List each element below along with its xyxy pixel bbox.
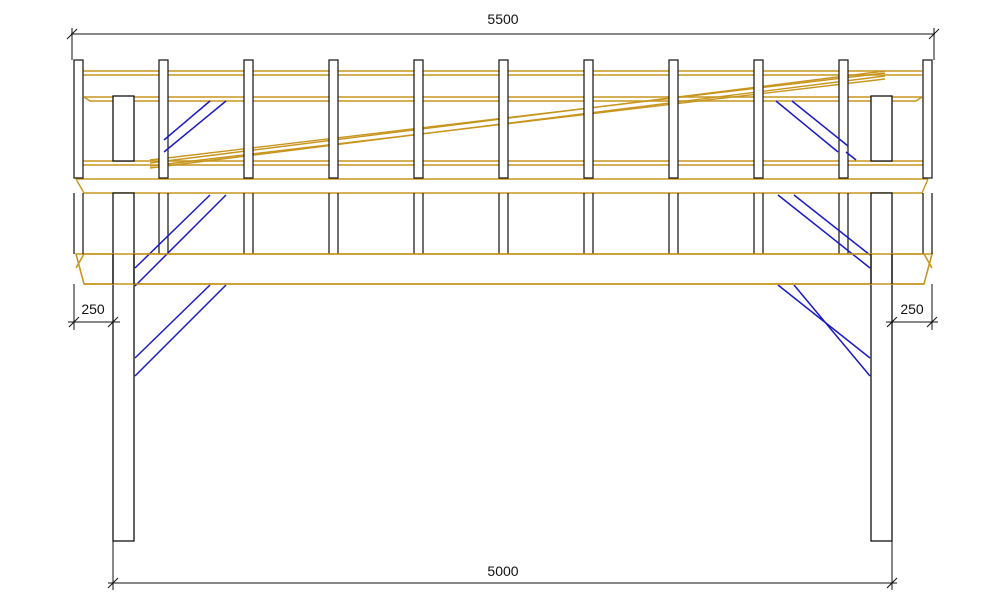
- slat: [753, 59, 764, 179]
- slat: [413, 59, 424, 179]
- slat: [158, 59, 169, 179]
- roof-rafters: [149, 70, 886, 169]
- right-post: [870, 192, 893, 542]
- left-post: [112, 192, 135, 542]
- slat: [328, 59, 339, 179]
- right-post-top: [870, 95, 893, 162]
- vertical-slats: [73, 59, 933, 254]
- dimension-left-overhang-label: 250: [81, 301, 105, 317]
- slat: [498, 59, 509, 179]
- dimension-post-span-label: 5000: [487, 563, 518, 579]
- slat: [838, 59, 849, 179]
- dimension-overall-width-label: 5500: [487, 11, 518, 27]
- main-beam: [74, 253, 934, 285]
- dimension-post-span: 5000: [107, 541, 898, 590]
- dimension-overall-width: 5500: [66, 11, 940, 60]
- slat: [922, 59, 933, 179]
- knee-braces: [134, 100, 871, 377]
- slat: [73, 59, 84, 179]
- slat: [243, 59, 254, 179]
- dimension-left-overhang: 250: [68, 284, 120, 330]
- dimension-right-overhang: 250: [886, 284, 938, 330]
- dimension-right-overhang-label: 250: [900, 301, 924, 317]
- slat: [583, 59, 594, 179]
- slat: [668, 59, 679, 179]
- left-post-top: [112, 95, 135, 162]
